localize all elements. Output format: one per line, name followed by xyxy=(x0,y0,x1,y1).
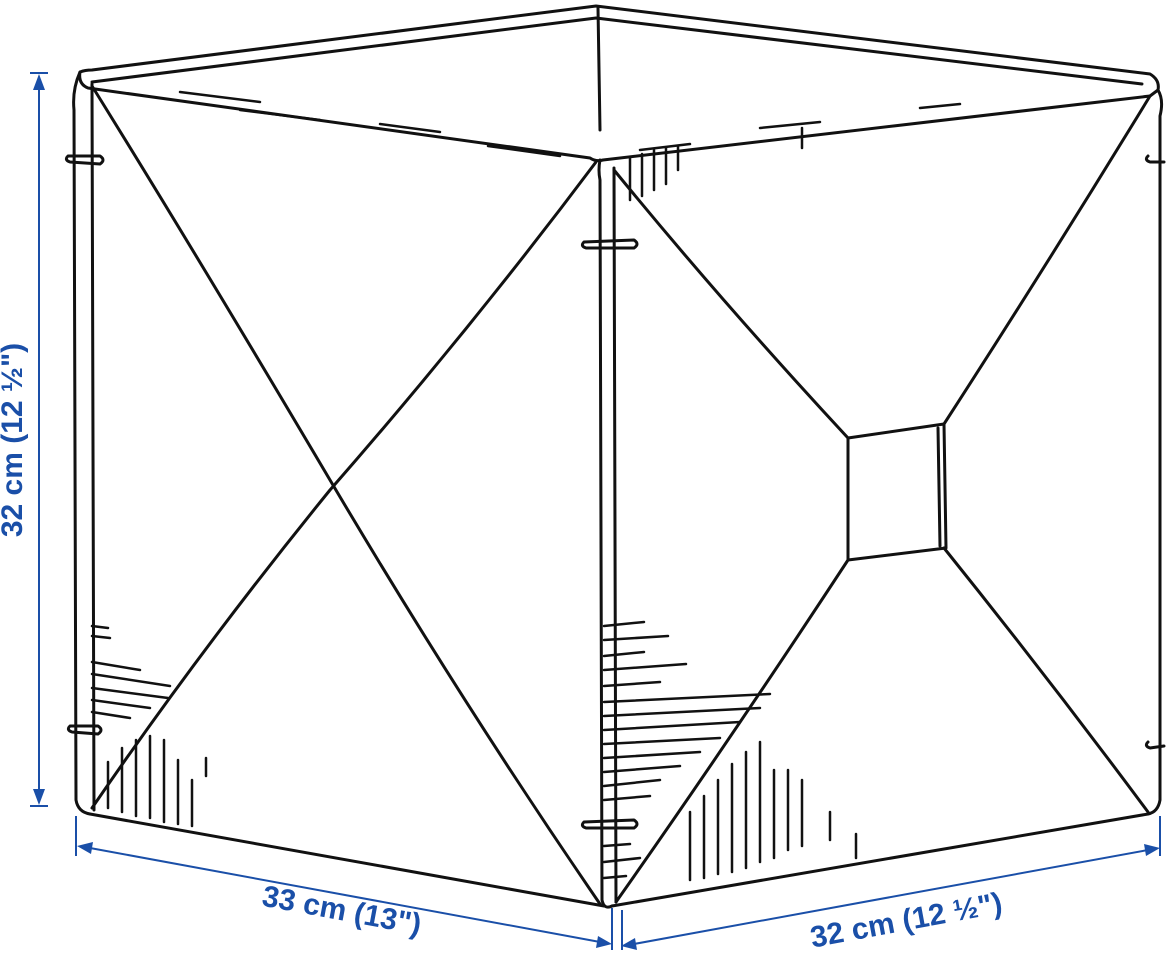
center-strap xyxy=(846,422,948,562)
dimension-width: 33 cm (13") xyxy=(75,816,613,950)
left-face-diagonal-1 xyxy=(90,84,602,906)
right-face-lower-right xyxy=(942,546,1150,814)
clip-left-top xyxy=(64,154,105,166)
depth-label: 32 cm (12 ½") xyxy=(808,887,1005,955)
clip-right-bottom xyxy=(1144,740,1166,750)
right-face-upper-left xyxy=(612,168,850,440)
right-face-upper-right xyxy=(942,94,1152,426)
bottom-right-edge xyxy=(610,812,1150,908)
clip-right-top xyxy=(1144,154,1166,164)
back-corner xyxy=(596,6,602,132)
inner-rim xyxy=(90,16,1144,86)
bottom-left-edge xyxy=(88,812,606,908)
front-corner-inner xyxy=(612,166,618,904)
clip-front-top xyxy=(580,238,639,250)
height-label: 32 cm (12 ½") xyxy=(0,343,29,537)
center-strap-inner xyxy=(936,426,942,548)
width-label: 33 cm (13") xyxy=(260,880,424,942)
left-face-diagonal-2 xyxy=(90,160,598,810)
dimension-height: 32 cm (12 ½") xyxy=(0,72,48,807)
right-face-lower-left xyxy=(614,558,850,904)
right-edge xyxy=(1146,88,1164,816)
box-drawing xyxy=(64,4,1166,909)
left-edge xyxy=(72,70,92,816)
top-rim xyxy=(78,4,1160,163)
clip-left-bottom xyxy=(66,724,103,736)
clip-front-bottom xyxy=(580,818,639,830)
front-corner xyxy=(597,158,614,909)
dimension-depth: 32 cm (12 ½") xyxy=(621,816,1161,955)
texture-hatching xyxy=(90,90,962,882)
